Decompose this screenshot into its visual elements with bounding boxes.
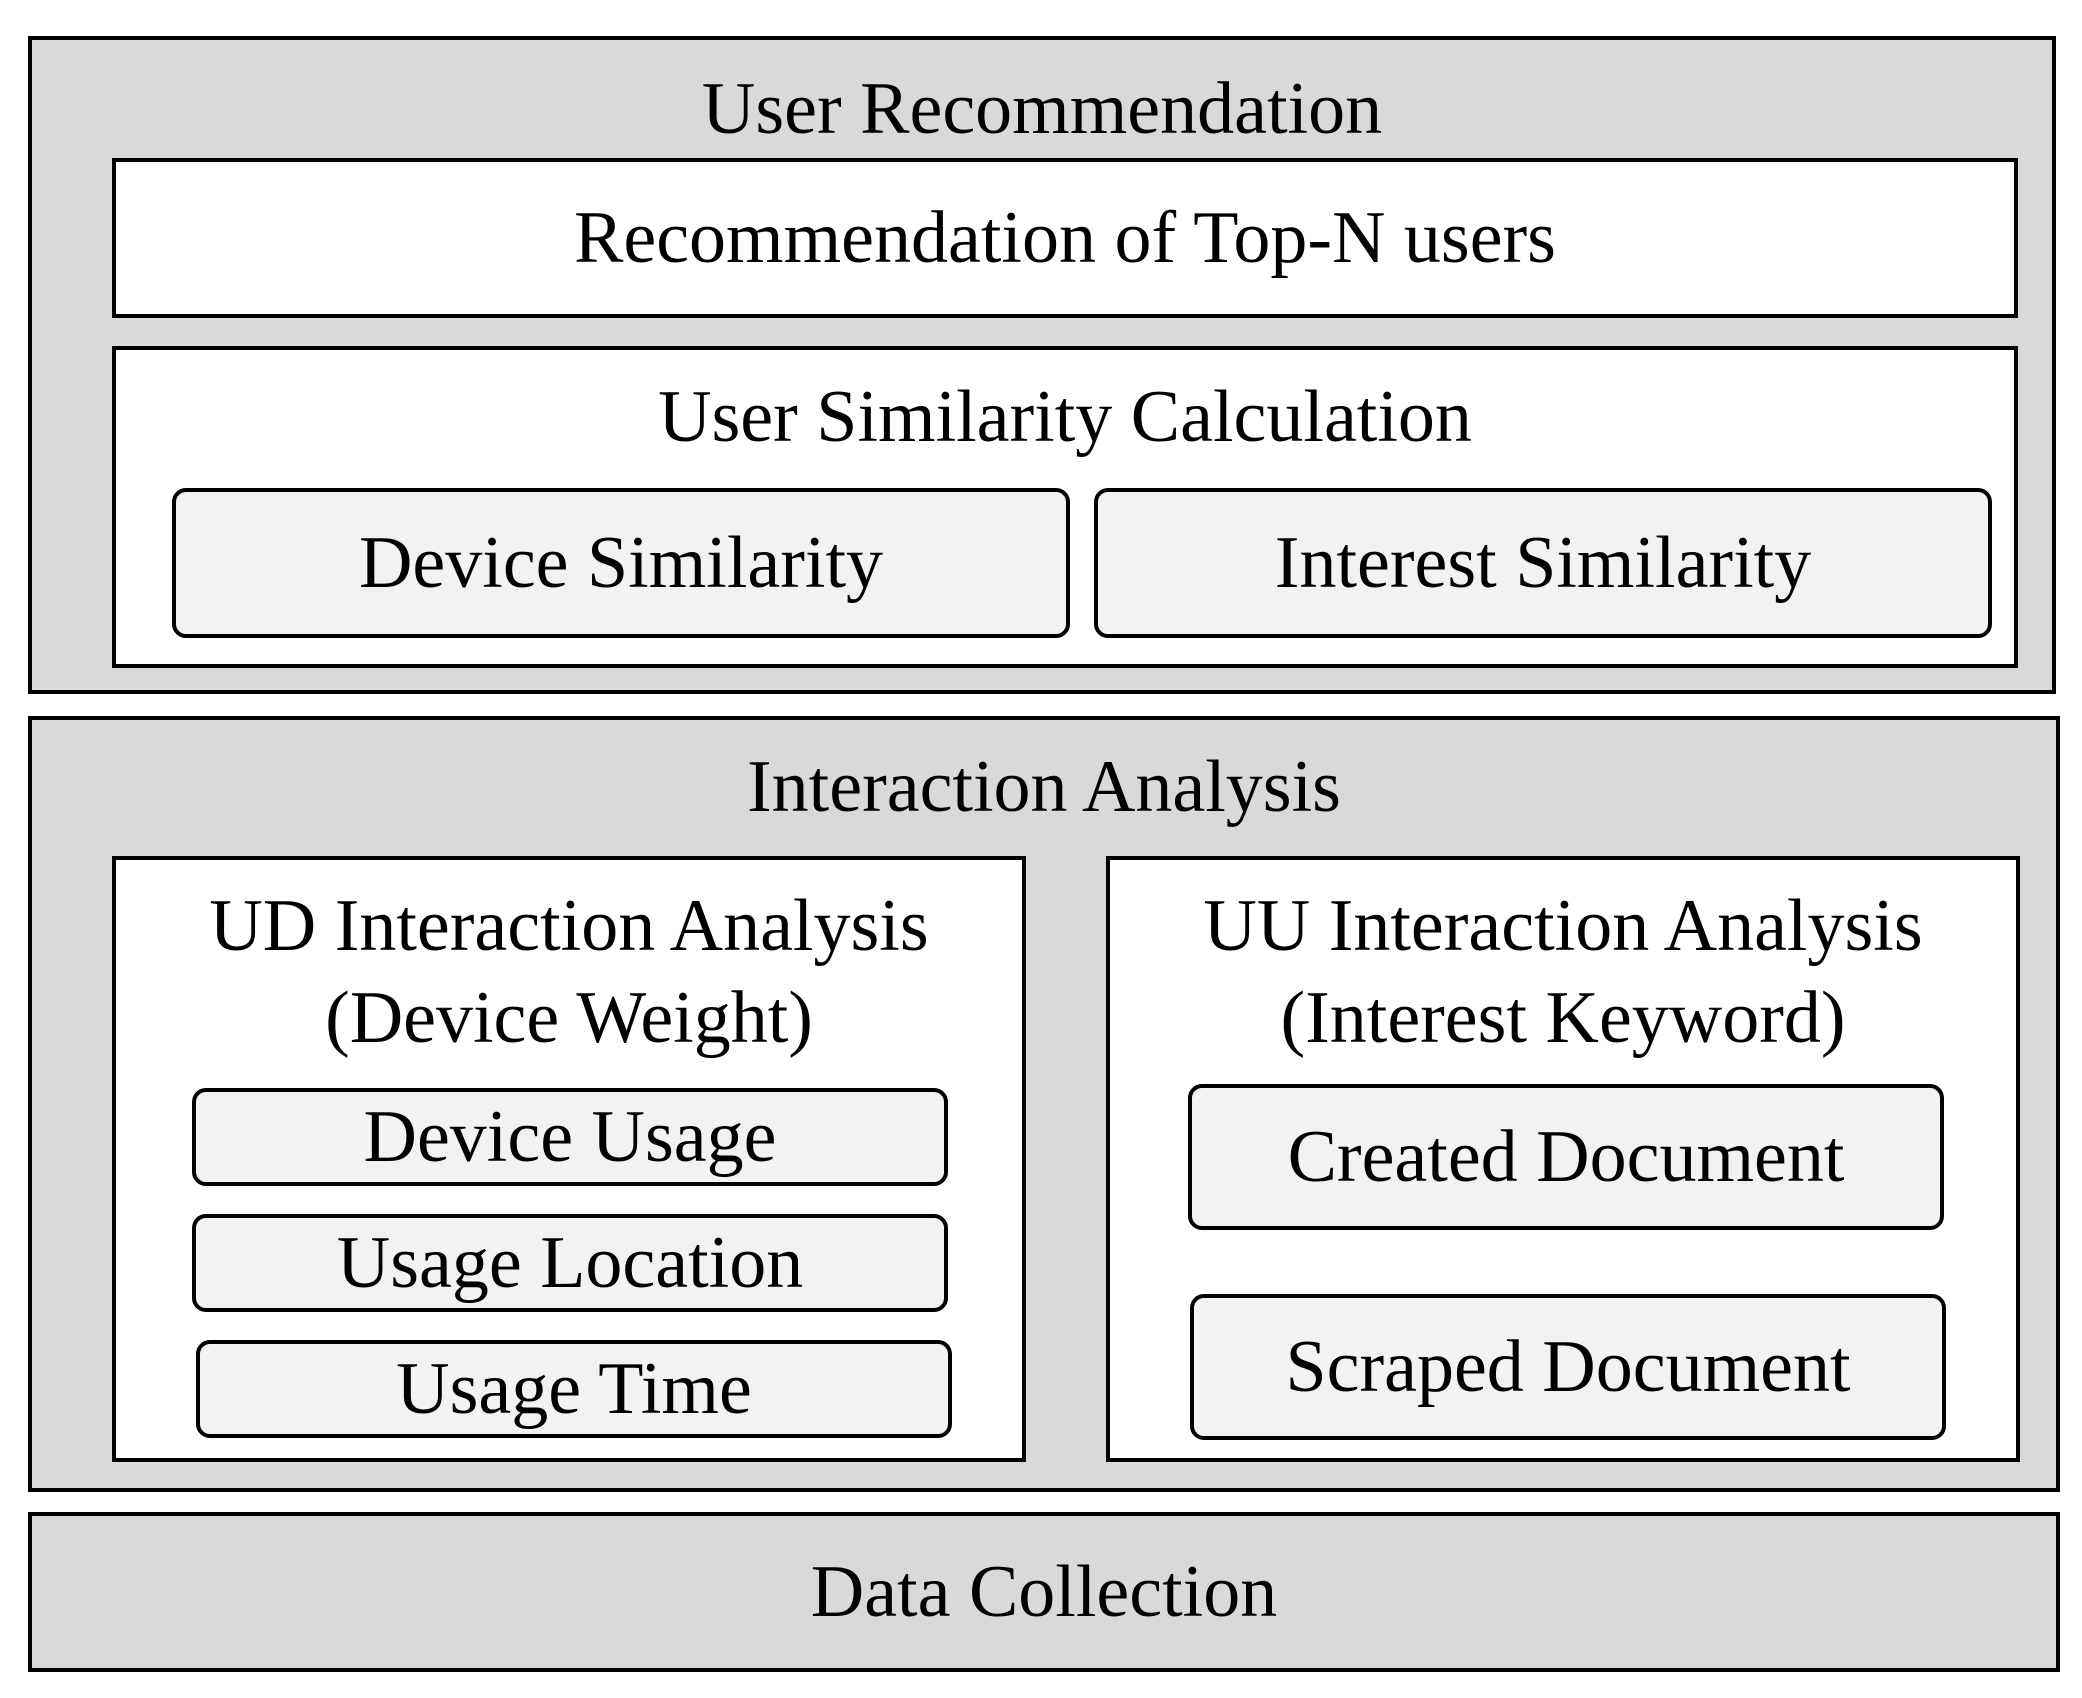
interaction-analysis-title: Interaction Analysis <box>747 746 1341 828</box>
interaction-analysis-layer: Interaction Analysis UD Interaction Anal… <box>28 716 2060 1492</box>
usage-time-box: Usage Time <box>196 1340 952 1438</box>
top-n-recommendation-box: Recommendation of Top-N users <box>112 158 2018 318</box>
uu-title-line-1: UU Interaction Analysis <box>1203 885 1923 967</box>
top-n-recommendation-label: Recommendation of Top-N users <box>574 197 1556 279</box>
user-similarity-calculation-title: User Similarity Calculation <box>658 376 1472 458</box>
ud-title-line-2: (Device Weight) <box>325 977 813 1059</box>
scraped-document-label: Scraped Document <box>1285 1326 1851 1408</box>
created-document-label: Created Document <box>1287 1116 1845 1198</box>
device-similarity-box: Device Similarity <box>172 488 1070 638</box>
ud-title-line-1: UD Interaction Analysis <box>209 885 929 967</box>
usage-location-label: Usage Location <box>336 1222 804 1304</box>
user-similarity-calculation-box: User Similarity Calculation Device Simil… <box>112 346 2018 668</box>
device-similarity-label: Device Similarity <box>358 522 884 604</box>
user-recommendation-layer: User Recommendation Recommendation of To… <box>28 36 2056 694</box>
user-recommendation-title: User Recommendation <box>701 68 1383 150</box>
scraped-document-box: Scraped Document <box>1190 1294 1946 1440</box>
device-usage-box: Device Usage <box>192 1088 948 1186</box>
created-document-box: Created Document <box>1188 1084 1944 1230</box>
usage-time-label: Usage Time <box>396 1348 752 1430</box>
uu-title-line-2: (Interest Keyword) <box>1280 977 1846 1059</box>
ud-interaction-analysis-panel: UD Interaction Analysis (Device Weight) … <box>112 856 1026 1462</box>
data-collection-layer: Data Collection <box>28 1512 2060 1672</box>
interest-similarity-box: Interest Similarity <box>1094 488 1992 638</box>
usage-location-box: Usage Location <box>192 1214 948 1312</box>
uu-interaction-analysis-panel: UU Interaction Analysis (Interest Keywor… <box>1106 856 2020 1462</box>
uu-interaction-analysis-title: UU Interaction Analysis (Interest Keywor… <box>1110 880 2016 1064</box>
interest-similarity-label: Interest Similarity <box>1274 522 1812 604</box>
ud-interaction-analysis-title: UD Interaction Analysis (Device Weight) <box>116 880 1022 1064</box>
data-collection-title: Data Collection <box>810 1551 1278 1633</box>
device-usage-label: Device Usage <box>363 1096 777 1178</box>
